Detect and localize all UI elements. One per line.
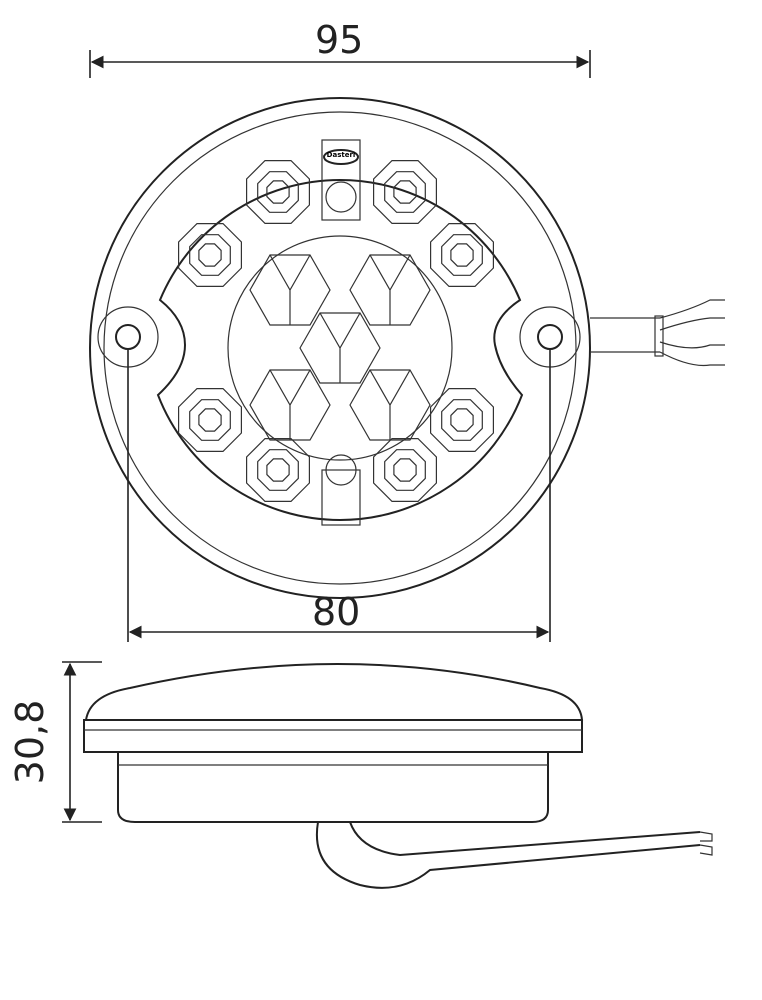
led-cell	[373, 438, 437, 502]
front-view	[89, 97, 725, 599]
dimension-label-height: 30,8	[8, 699, 52, 785]
dimension-30-8	[62, 661, 102, 823]
brand-logo: Dasteri	[326, 151, 356, 159]
led-cell	[178, 223, 242, 287]
dimension-95	[89, 50, 591, 78]
dome-facet	[299, 312, 381, 384]
dimension-label-95: 95	[315, 18, 364, 62]
led-cell	[246, 438, 310, 502]
led-cell	[373, 160, 437, 224]
dome-facet	[249, 254, 331, 326]
dome-facet	[249, 369, 331, 441]
led-cell	[430, 388, 494, 452]
dome-facet	[349, 254, 431, 326]
led-cell	[430, 223, 494, 287]
dimension-label-80: 80	[312, 590, 361, 634]
dome-facet	[349, 369, 431, 441]
led-cell	[178, 388, 242, 452]
led-cell	[246, 160, 310, 224]
side-view	[83, 663, 713, 889]
dimension-80	[127, 350, 551, 642]
